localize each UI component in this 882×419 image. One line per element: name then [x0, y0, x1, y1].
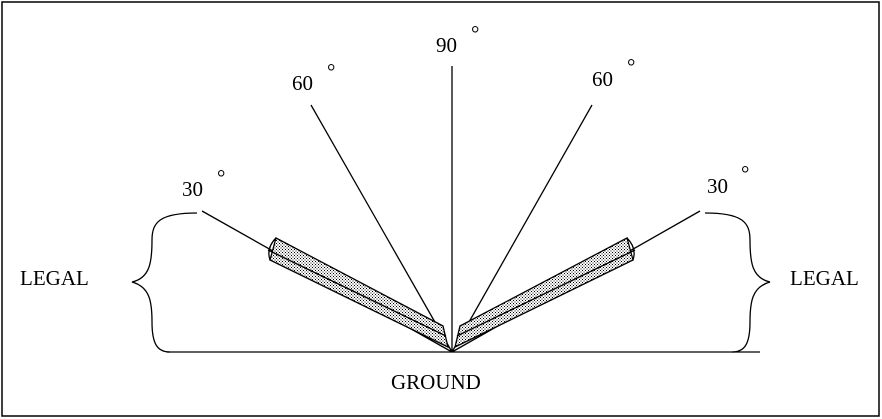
line-60-degrees-left [310, 104, 453, 353]
label-30-left: 30 [182, 177, 203, 201]
degree-mark-60-right: ° [627, 54, 635, 78]
line-60-degrees-right [451, 104, 593, 353]
label-90: 90 [436, 33, 457, 57]
legal-brace-left [131, 212, 198, 353]
legal-brace-right [704, 212, 771, 353]
degree-mark-60-left: ° [327, 59, 335, 83]
degree-mark-30-left: ° [217, 165, 225, 189]
degree-mark-30-right: ° [741, 161, 749, 185]
label-legal-left: LEGAL [20, 266, 89, 290]
shaded-pole-left [267, 237, 449, 349]
shaded-pole-right [454, 237, 636, 349]
label-legal-right: LEGAL [790, 266, 859, 290]
label-60-left: 60 [292, 71, 313, 95]
label-60-right: 60 [592, 67, 613, 91]
degree-mark-90: ° [471, 21, 479, 45]
label-30-right: 30 [707, 174, 728, 198]
label-ground: GROUND [391, 370, 481, 394]
